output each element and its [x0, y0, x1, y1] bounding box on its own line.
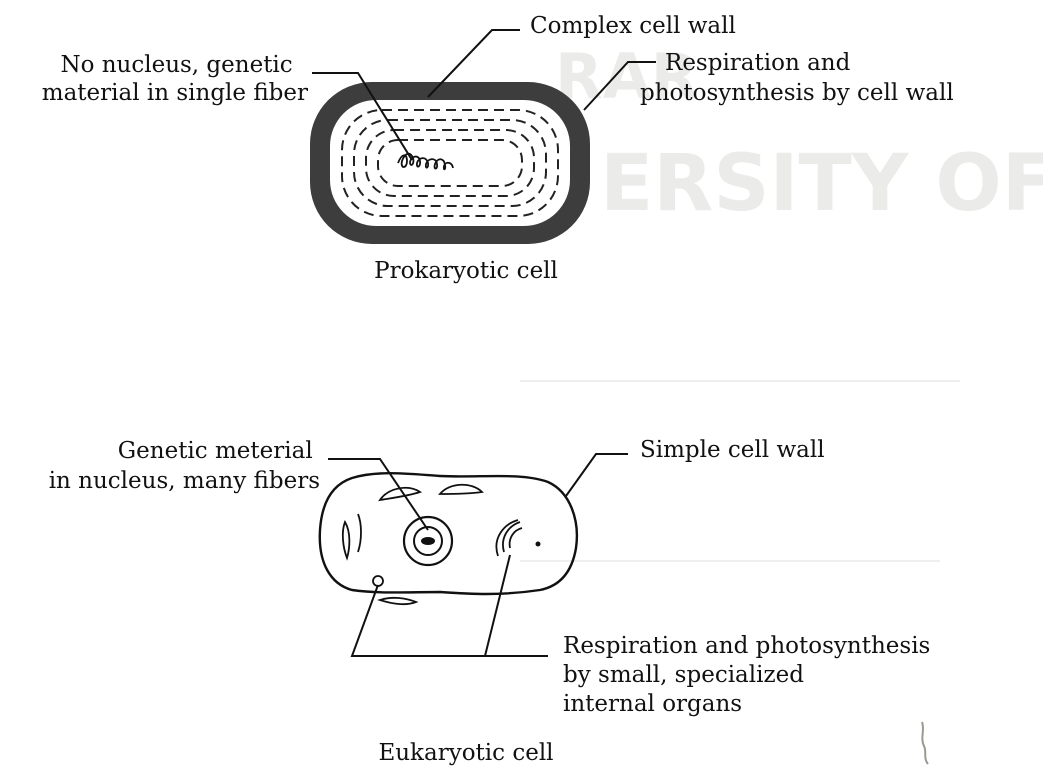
page-bleed-through: RAR ERSITY OF [520, 40, 1043, 562]
label-internal-organs-line1: Respiration and photosynthesis [563, 633, 930, 659]
simple-cell-wall [320, 473, 577, 594]
label-no-nucleus: No nucleus, genetic material in single f… [42, 52, 308, 106]
label-internal-organs-line2: by small, specialized [563, 662, 804, 688]
label-respiration-cell-wall-line2: photosynthesis by cell wall [640, 80, 954, 106]
leader-internal-organs [352, 555, 548, 656]
label-respiration-cell-wall-line1: Respiration and [665, 50, 851, 76]
leader-simple-cell-wall [566, 454, 628, 496]
eukaryotic-cell [320, 473, 577, 604]
caption-eukaryotic-cell: Eukaryotic cell [378, 740, 553, 766]
caption-prokaryotic-cell: Prokaryotic cell [374, 258, 558, 284]
nucleus [404, 517, 452, 565]
svg-text:ERSITY OF: ERSITY OF [600, 139, 1043, 229]
label-internal-organs: Respiration and photosynthesis by small,… [563, 633, 938, 717]
label-internal-organs-line3: internal organs [563, 691, 742, 717]
label-genetic-material-line2: in nucleus, many fibers [49, 468, 320, 494]
label-no-nucleus-line1: No nucleus, genetic [60, 52, 292, 78]
label-genetic-material: Genetic meterial in nucleus, many fibers [49, 438, 320, 494]
label-genetic-material-line1: Genetic meterial [118, 438, 313, 464]
label-no-nucleus-line2: material in single fiber [42, 80, 308, 106]
label-simple-cell-wall: Simple cell wall [640, 437, 825, 463]
label-complex-cell-wall: Complex cell wall [530, 13, 736, 39]
prokaryotic-cell [310, 82, 590, 244]
ink-smudge [922, 722, 928, 764]
